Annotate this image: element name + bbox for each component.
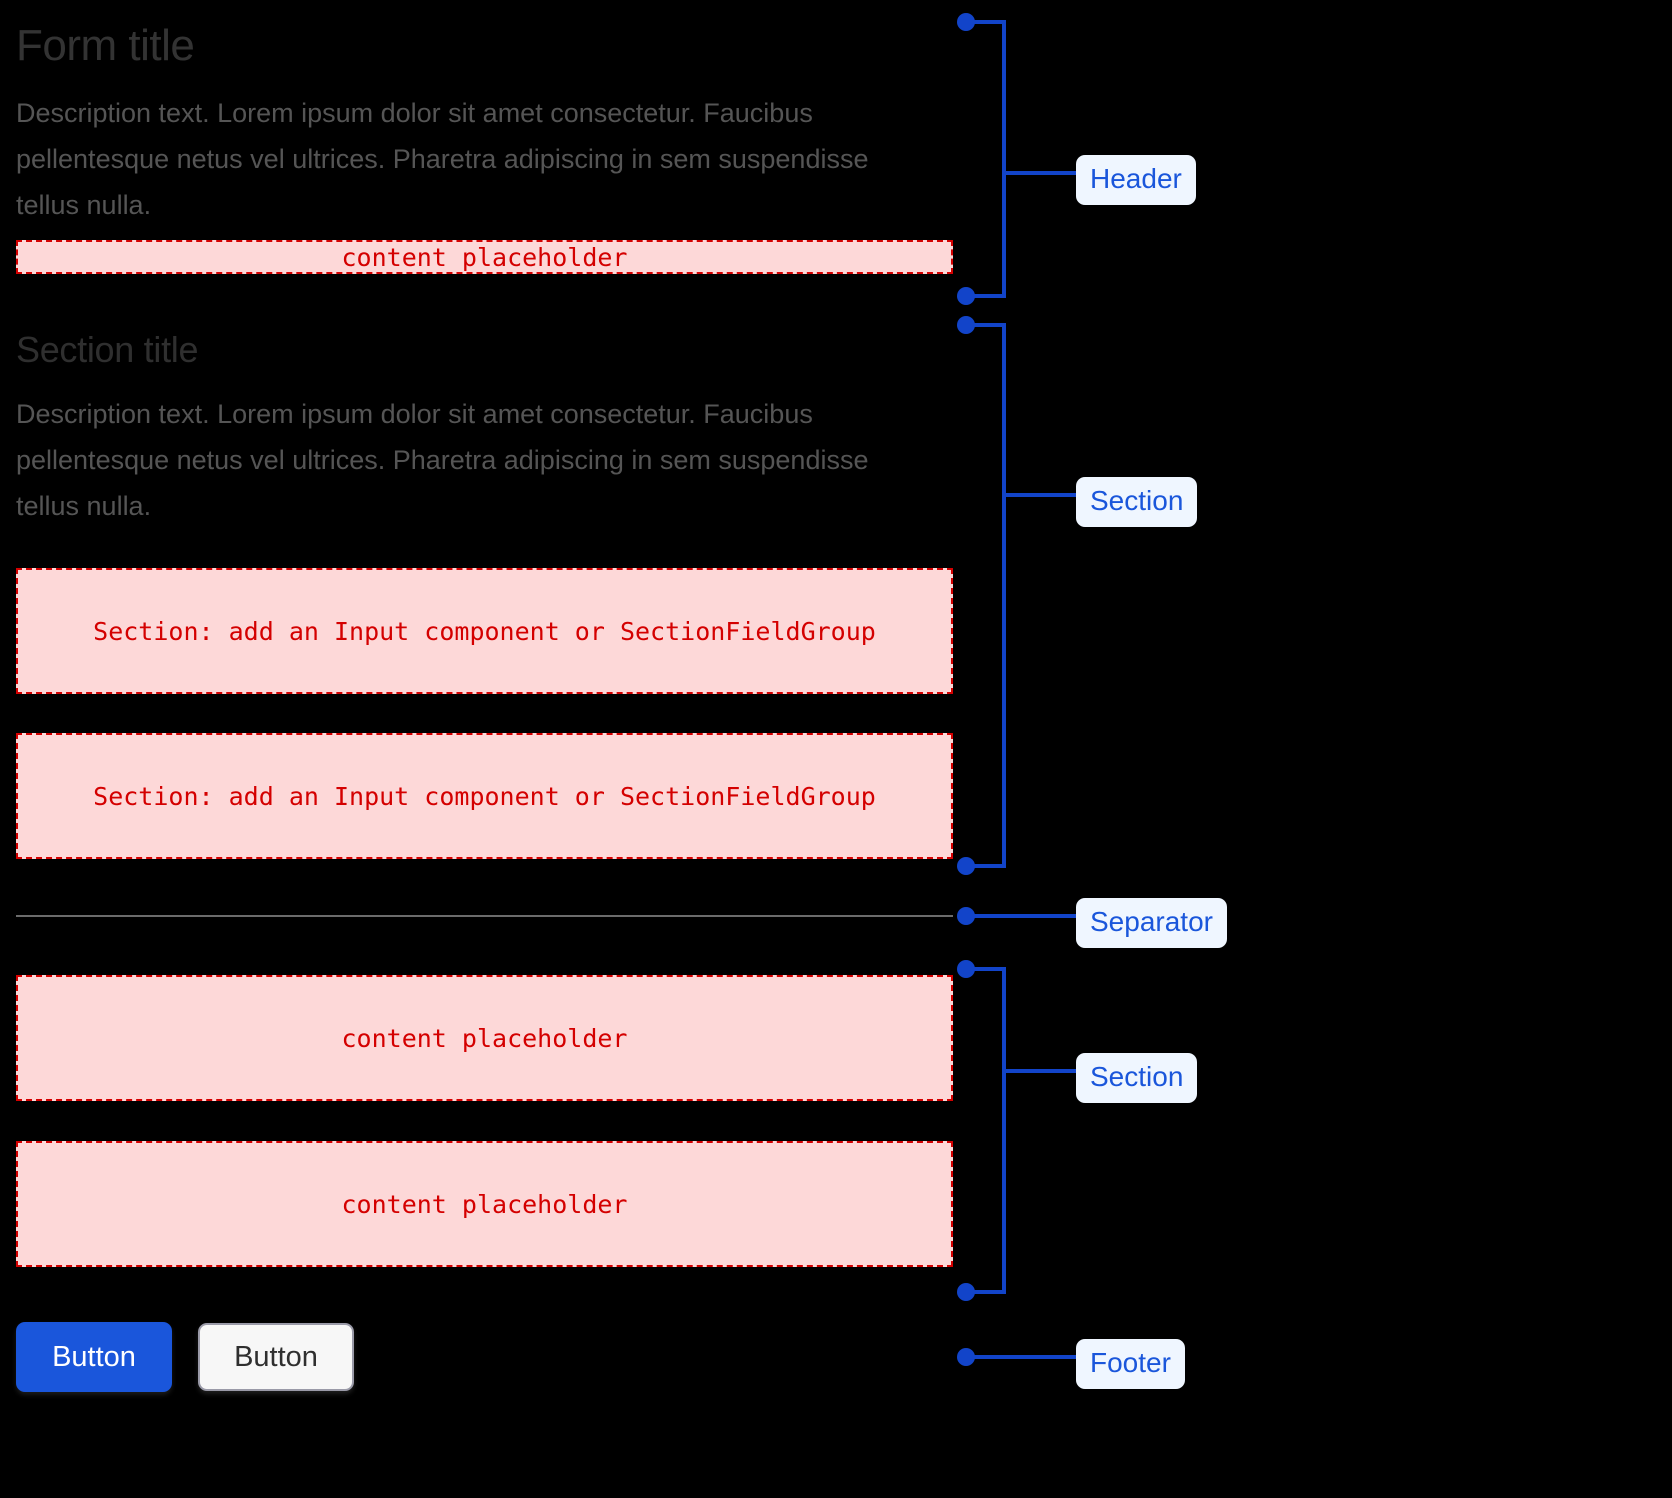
anchor-dot-header-bottom — [957, 287, 975, 305]
section-field-placeholder-1: Section: add an Input component or Secti… — [16, 568, 953, 694]
primary-button[interactable]: Button — [16, 1322, 172, 1392]
section2-content-placeholder-2: content placeholder — [16, 1141, 953, 1267]
header-bracket — [966, 20, 1006, 298]
form-header-description: Description text. Lorem ipsum dolor sit … — [16, 98, 869, 220]
annotation-anchor-dots — [957, 13, 975, 1366]
annotation-label-section-1[interactable]: Section — [1076, 477, 1198, 527]
section-2-bracket — [966, 967, 1006, 1294]
anchor-dot-section-1-bottom — [957, 857, 975, 875]
anchor-dot-header-top — [957, 13, 975, 31]
anchor-dot-separator — [957, 907, 975, 925]
anchor-dot-section-2-bottom — [957, 1283, 975, 1301]
anchor-dot-footer — [957, 1348, 975, 1366]
header-content-placeholder: content placeholder — [16, 240, 953, 274]
section-field-placeholder-1-label: Section: add an Input component or Secti… — [93, 616, 876, 646]
form-separator — [16, 915, 953, 917]
section-title: Section title — [16, 329, 199, 370]
section-field-placeholder-2-label: Section: add an Input component or Secti… — [93, 781, 876, 811]
section-1-bracket — [966, 323, 1006, 868]
secondary-button[interactable]: Button — [198, 1323, 354, 1391]
form-footer: Button Button — [16, 1322, 354, 1392]
form-title: Form title — [16, 21, 195, 70]
section-description: Description text. Lorem ipsum dolor sit … — [16, 399, 869, 521]
section2-content-placeholder-1: content placeholder — [16, 975, 953, 1101]
annotation-label-separator[interactable]: Separator — [1076, 898, 1227, 948]
header-content-placeholder-label: content placeholder — [341, 242, 628, 272]
annotation-label-footer[interactable]: Footer — [1076, 1339, 1185, 1389]
section-field-placeholder-2: Section: add an Input component or Secti… — [16, 733, 953, 859]
anchor-dot-section-2-top — [957, 960, 975, 978]
annotation-label-header[interactable]: Header — [1076, 155, 1196, 205]
annotation-label-section-2[interactable]: Section — [1076, 1053, 1198, 1103]
form-preview: Form title Description text. Lorem ipsum… — [16, 0, 953, 1498]
section2-content-placeholder-2-label: content placeholder — [341, 1189, 628, 1219]
section2-content-placeholder-1-label: content placeholder — [341, 1023, 628, 1053]
anchor-dot-section-1-top — [957, 316, 975, 334]
